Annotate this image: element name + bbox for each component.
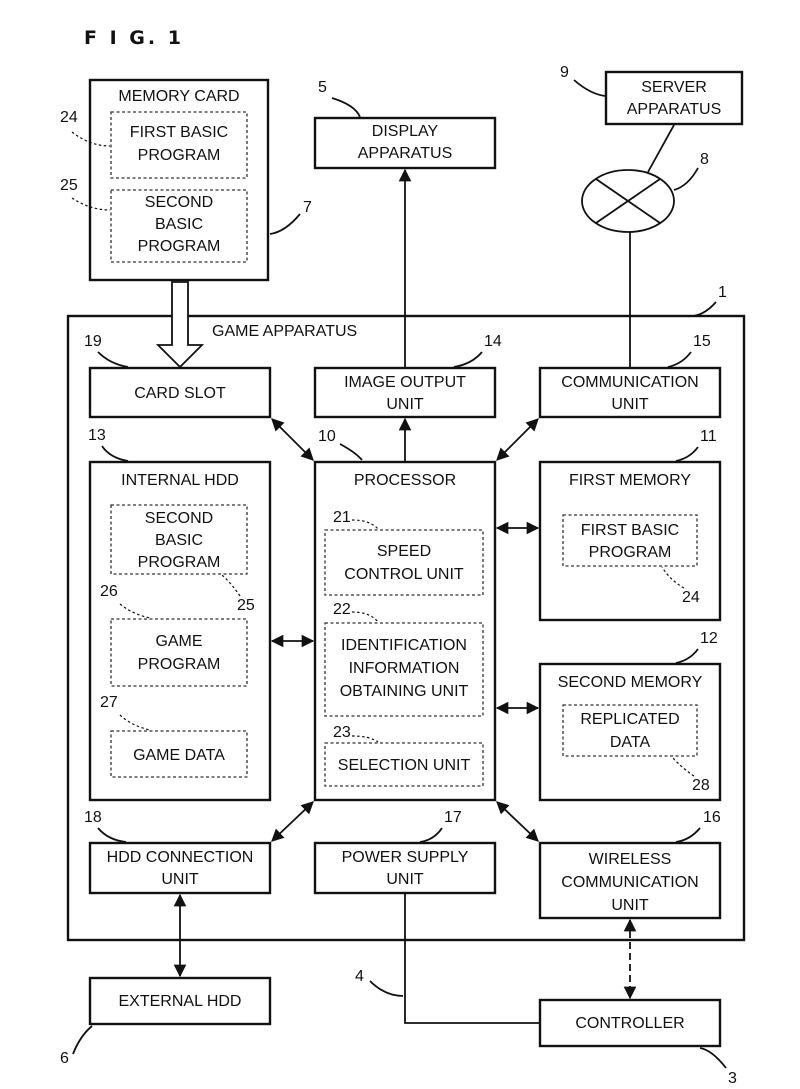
processor: PROCESSOR SPEED CONTROL UNIT IDENTIFICAT…: [313, 460, 497, 802]
ref-3: 3: [728, 1070, 737, 1087]
communication-unit: COMMUNICATION UNIT: [538, 366, 722, 419]
ref-22: 22: [333, 601, 351, 618]
processor-wireless-arrow: [496, 801, 539, 842]
image-output-unit: IMAGE OUTPUT UNIT: [313, 366, 497, 419]
hdd-connection-line2: UNIT: [161, 871, 199, 888]
memory-card: MEMORY CARD FIRST BASIC PROGRAM SECOND B…: [88, 78, 270, 282]
internal-hdd-prog-line2: BASIC: [155, 532, 203, 549]
wireless-line2: COMMUNICATION: [561, 874, 698, 891]
internal-hdd: INTERNAL HDD SECOND BASIC PROGRAM GAME P…: [88, 460, 272, 802]
external-hdd: EXTERNAL HDD: [88, 976, 272, 1026]
internal-hdd-prog-line1: SECOND: [145, 510, 213, 527]
ref-28: 28: [692, 777, 710, 794]
ref-17: 17: [444, 809, 462, 826]
first-memory-prog-line1: FIRST BASIC: [581, 522, 679, 539]
hdd-connection-unit: HDD CONNECTION UNIT: [88, 841, 272, 895]
image-output-line2: UNIT: [386, 396, 424, 413]
ref-9: 9: [560, 64, 569, 81]
card-slot: CARD SLOT: [88, 366, 272, 419]
ref-1: 1: [718, 284, 727, 301]
first-memory: FIRST MEMORY FIRST BASIC PROGRAM: [538, 460, 722, 622]
ref-12: 12: [700, 630, 718, 647]
memory-card-prog2-line2: BASIC: [155, 216, 203, 233]
second-memory-title: SECOND MEMORY: [558, 674, 703, 691]
ref-26: 26: [100, 583, 118, 600]
ref-24b: 24: [682, 589, 700, 606]
wireless-line3: UNIT: [611, 897, 649, 914]
ref-24: 24: [60, 109, 78, 126]
wireless-line1: WIRELESS: [589, 851, 672, 868]
selection-unit-label: SELECTION UNIT: [338, 757, 471, 774]
ref-15: 15: [693, 333, 711, 350]
ref-13: 13: [88, 427, 106, 444]
ref-21: 21: [333, 509, 351, 526]
display-apparatus-line2: APPARATUS: [358, 145, 453, 162]
reference-numerals: 1 3 4 5 6 7 8 9 10 11 12 13 14 15 16 17: [60, 64, 737, 1087]
memory-card-prog2-line1: SECOND: [145, 194, 213, 211]
wireless-communication-unit: WIRELESS COMMUNICATION UNIT: [538, 841, 722, 920]
figure-label: F I G. 1: [84, 27, 184, 49]
internal-hdd-title: INTERNAL HDD: [121, 472, 239, 489]
network-symbol: [581, 169, 675, 233]
first-memory-title: FIRST MEMORY: [569, 472, 691, 489]
ref-5: 5: [318, 79, 327, 96]
identification-line1: IDENTIFICATION: [341, 637, 467, 654]
game-data-label: GAME DATA: [133, 747, 225, 764]
communication-unit-line2: UNIT: [611, 396, 649, 413]
replicated-data-line2: DATA: [610, 734, 651, 751]
speed-control-line1: SPEED: [377, 543, 431, 560]
second-memory: SECOND MEMORY REPLICATED DATA: [538, 662, 722, 802]
internal-hdd-prog-line3: PROGRAM: [138, 554, 221, 571]
card-slot-label: CARD SLOT: [134, 385, 226, 402]
ref-25b: 25: [237, 597, 255, 614]
game-program-line2: PROGRAM: [138, 656, 221, 673]
memory-card-prog2-line3: PROGRAM: [138, 238, 221, 255]
ref-4: 4: [355, 968, 364, 985]
memory-card-prog1-line1: FIRST BASIC: [130, 124, 228, 141]
server-apparatus: SERVER APPARATUS: [604, 70, 744, 126]
game-apparatus-title: GAME APPARATUS: [212, 323, 357, 340]
power-supply-unit: POWER SUPPLY UNIT: [313, 841, 497, 895]
external-hdd-label: EXTERNAL HDD: [119, 993, 242, 1010]
ref-25: 25: [60, 177, 78, 194]
ref-23: 23: [333, 724, 351, 741]
ref-16: 16: [703, 809, 721, 826]
hdd-connection-line1: HDD CONNECTION: [107, 849, 254, 866]
replicated-data-line1: REPLICATED: [580, 711, 679, 728]
server-apparatus-line1: SERVER: [641, 79, 707, 96]
memory-card-title: MEMORY CARD: [118, 88, 239, 105]
server-apparatus-line2: APPARATUS: [627, 101, 722, 118]
first-memory-prog-line2: PROGRAM: [589, 544, 672, 561]
power-cable-line: [404, 893, 540, 1024]
identification-line3: OBTAINING UNIT: [340, 683, 469, 700]
ref-10: 10: [318, 428, 336, 445]
ref-6: 6: [60, 1050, 69, 1067]
controller-label: CONTROLLER: [575, 1015, 684, 1032]
controller: CONTROLLER: [538, 998, 722, 1048]
power-supply-line2: UNIT: [386, 871, 424, 888]
display-apparatus: DISPLAY APPARATUS: [313, 116, 497, 170]
network-to-server-line: [647, 124, 675, 173]
power-supply-line1: POWER SUPPLY: [342, 849, 469, 866]
ref-7: 7: [303, 199, 312, 216]
identification-line2: INFORMATION: [349, 660, 460, 677]
speed-control-line2: CONTROL UNIT: [344, 566, 464, 583]
ref-8: 8: [700, 151, 709, 168]
ref-18: 18: [84, 809, 102, 826]
communication-unit-line1: COMMUNICATION: [561, 374, 698, 391]
image-output-line1: IMAGE OUTPUT: [344, 374, 466, 391]
display-apparatus-line1: DISPLAY: [372, 123, 439, 140]
ref-11: 11: [700, 428, 717, 445]
ref-14: 14: [484, 333, 502, 350]
memory-card-prog1-line2: PROGRAM: [138, 147, 221, 164]
ref-19: 19: [84, 333, 102, 350]
processor-title: PROCESSOR: [354, 472, 456, 489]
processor-hddconn-arrow: [271, 801, 314, 842]
game-program-line1: GAME: [155, 633, 202, 650]
ref-27: 27: [100, 694, 118, 711]
cardslot-processor-arrow: [271, 418, 314, 461]
card-insert-arrow: [155, 281, 205, 369]
comm-processor-arrow: [496, 418, 539, 461]
